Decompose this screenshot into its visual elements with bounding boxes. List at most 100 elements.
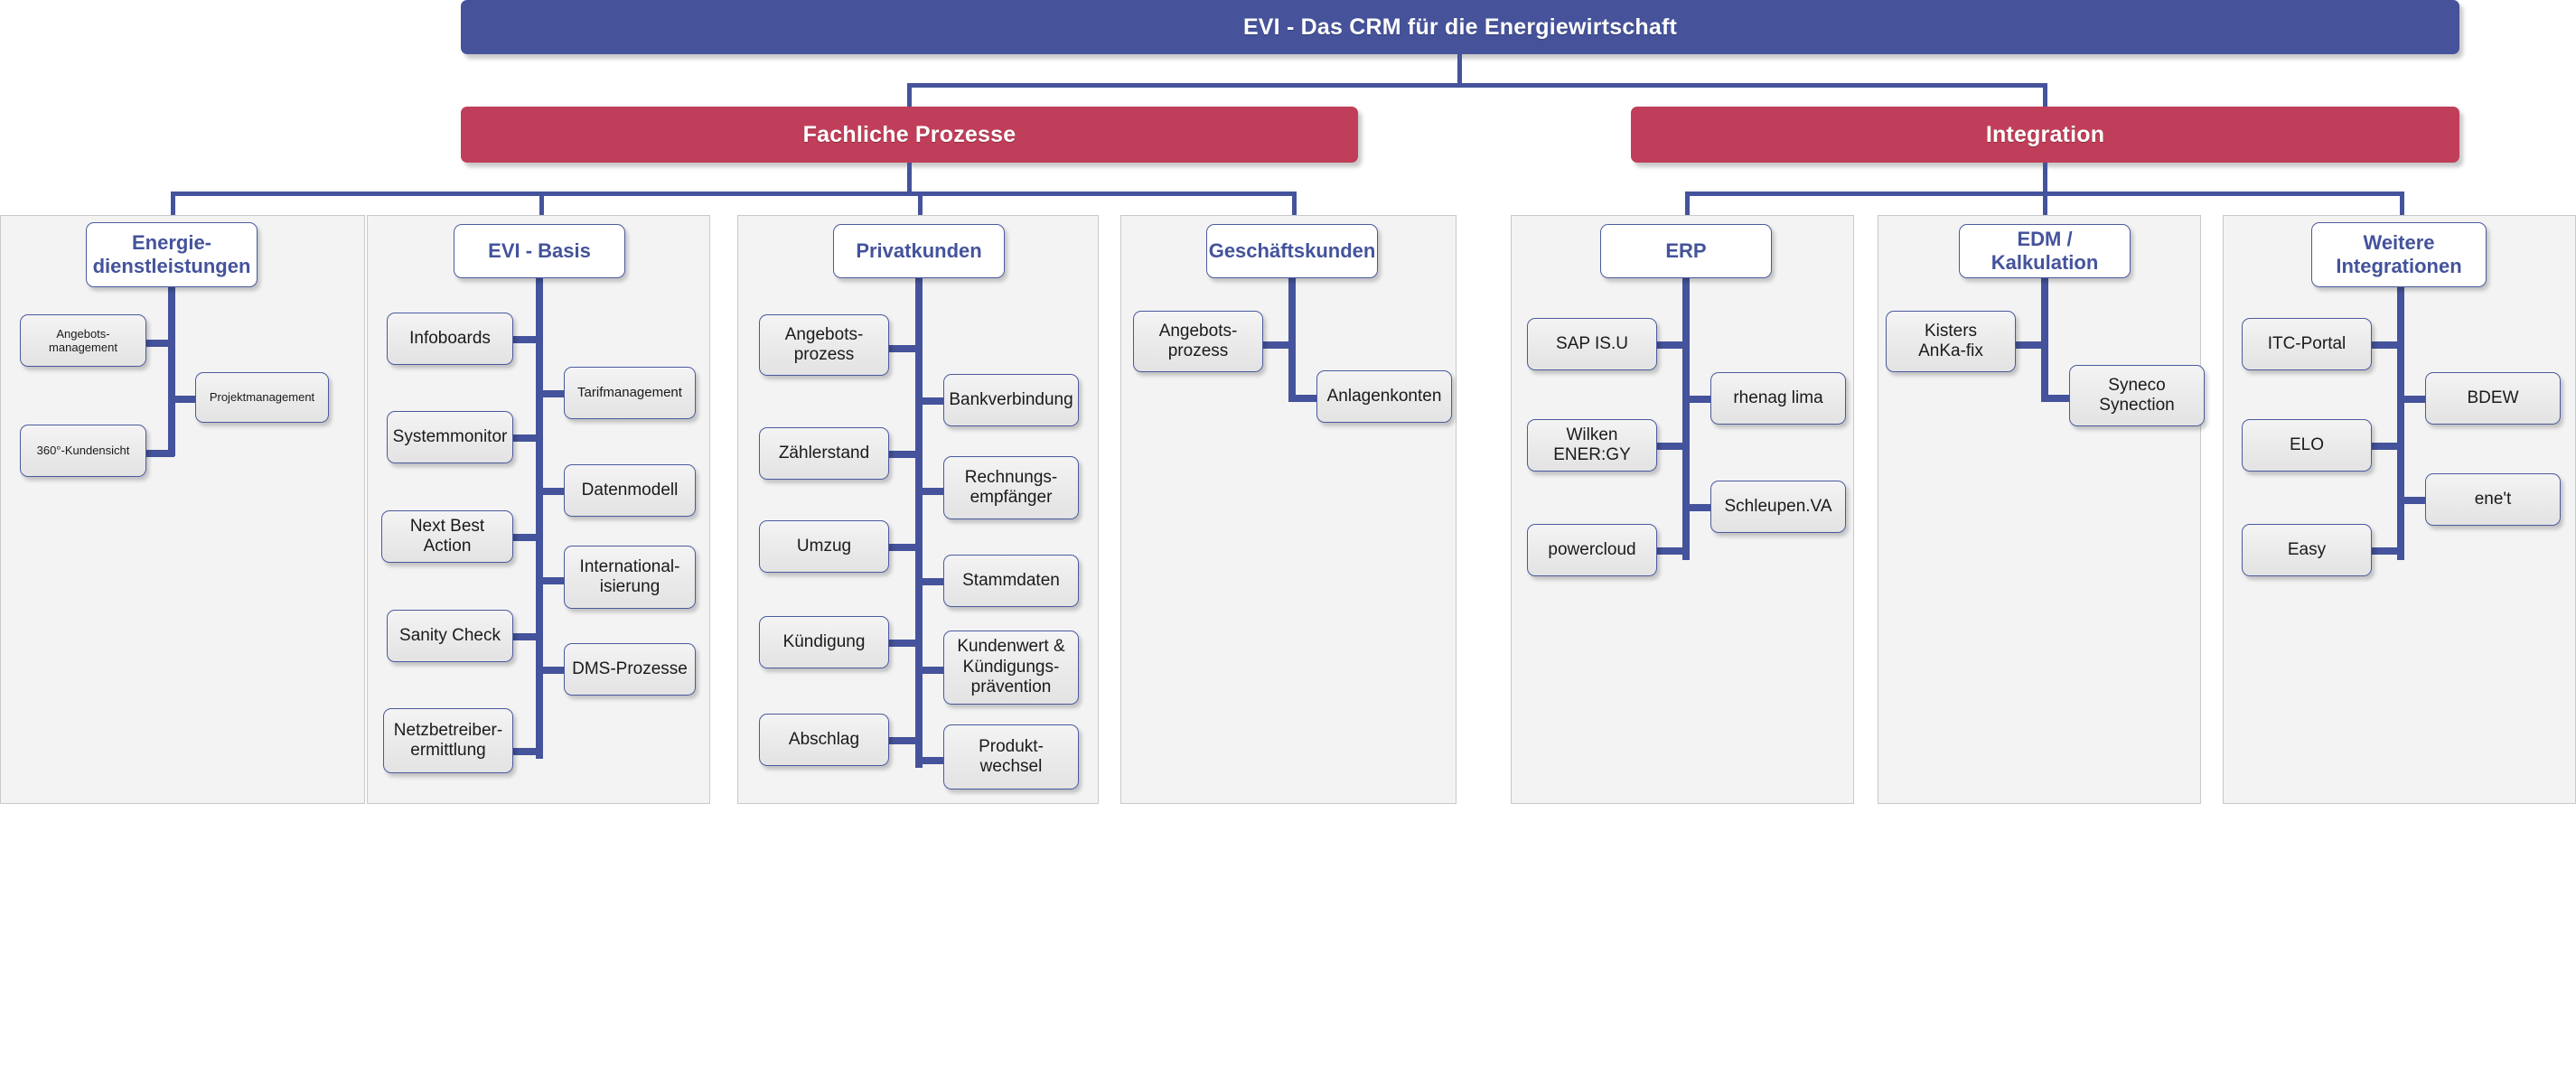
leaf-umzug[interactable]: Umzug (759, 520, 889, 573)
group-panel-energiedienstleistungen (0, 215, 365, 804)
leaf-label: Abschlag (788, 729, 860, 749)
leaf-systemmonitor[interactable]: Systemmonitor (387, 411, 513, 463)
leaf-projektmanagement[interactable]: Projektmanagement (195, 372, 329, 423)
leaf-netzbetreiberermittlung[interactable]: Netzbetreiber- ermittlung (383, 708, 513, 773)
leaf-label: Angebots- management (49, 326, 117, 354)
connector-leaf-powercloud (1654, 547, 1689, 555)
connector-leaf-rhenag-lima (1682, 396, 1717, 403)
connector-leaf-zaehlerstand (887, 451, 922, 458)
leaf-angebotsprozess-geschaeftskunden[interactable]: Angebots- prozess (1133, 311, 1263, 372)
connector-leaf-bankverbindung (915, 397, 950, 405)
category-node-fachliche-prozesse[interactable]: Fachliche Prozesse (461, 107, 1358, 163)
connector-spine-edm-kalkulation (2041, 276, 2048, 397)
connector-leaf-360-kundensicht (140, 450, 174, 457)
connector-leaf-itc-portal (2369, 341, 2403, 349)
leaf-label: Umzug (796, 536, 852, 556)
connector-leaf-datenmodell (536, 488, 570, 495)
connector-leaf-bdew (2397, 396, 2431, 403)
leaf-internationalisierung[interactable]: International- isierung (564, 546, 696, 609)
connector-integration-stem (2043, 163, 2047, 195)
leaf-label: ITC-Portal (2267, 333, 2347, 353)
connector-leaf-angebotsprozess-pk (887, 345, 922, 352)
leaf-kisters-anka-fix[interactable]: Kisters AnKa-fix (1886, 311, 2016, 372)
root-node-label: EVI - Das CRM für die Energiewirtschaft (1242, 14, 1678, 40)
leaf-label: Zählerstand (778, 443, 870, 462)
leaf-label: BDEW (2467, 388, 2519, 407)
connector-spine-geschaeftskunden (1288, 276, 1296, 397)
leaf-anlagenkonten[interactable]: Anlagenkonten (1316, 370, 1452, 423)
leaf-bankverbindung[interactable]: Bankverbindung (943, 374, 1079, 426)
connector-leaf-syneco-synection (2041, 395, 2075, 402)
group-head-evi-basis[interactable]: EVI - Basis (454, 224, 625, 278)
group-head-weitere-integrationen[interactable]: Weitere Integrationen (2311, 222, 2487, 287)
leaf-label: DMS-Prozesse (572, 659, 688, 678)
leaf-powercloud[interactable]: powercloud (1527, 524, 1657, 576)
connector-spine-erp (1682, 276, 1690, 560)
leaf-label: 360°-Kundensicht (36, 444, 130, 458)
leaf-label: Tarifmanagement (577, 385, 682, 401)
leaf-label: Kundenwert & Kündigungs- prävention (957, 637, 1065, 697)
connector-leaf-abschlag (887, 737, 922, 744)
leaf-sap-isu[interactable]: SAP IS.U (1527, 318, 1657, 370)
leaf-tarifmanagement[interactable]: Tarifmanagement (564, 367, 696, 419)
group-head-edm-kalkulation[interactable]: EDM / Kalkulation (1959, 224, 2131, 278)
leaf-rhenag-lima[interactable]: rhenag lima (1710, 372, 1846, 425)
group-head-label: Weitere Integrationen (2336, 231, 2462, 277)
group-head-label: Energie- dienstleistungen (92, 231, 251, 277)
leaf-kuendigung[interactable]: Kündigung (759, 616, 889, 668)
connector-leaf-angebotsmanagement (140, 340, 174, 347)
group-panel-edm-kalkulation (1878, 215, 2201, 804)
leaf-label: Easy (2287, 539, 2327, 559)
leaf-zaehlerstand[interactable]: Zählerstand (759, 427, 889, 480)
leaf-label: Angebots- prozess (784, 324, 864, 364)
leaf-rechnungsempfaenger[interactable]: Rechnungs- empfänger (943, 456, 1079, 519)
connector-fachliche-bus (171, 192, 1297, 196)
group-head-energiedienstleistungen[interactable]: Energie- dienstleistungen (86, 222, 258, 287)
leaf-angebotsprozess-privatkunden[interactable]: Angebots- prozess (759, 314, 889, 376)
connector-root-stem (1457, 54, 1462, 87)
connector-spine-evi-basis (536, 276, 543, 759)
leaf-stammdaten[interactable]: Stammdaten (943, 555, 1079, 607)
connector-fachliche-stem (907, 163, 912, 195)
leaf-label: powercloud (1548, 539, 1636, 559)
connector-leaf-angebotsprozess-gk (1260, 341, 1295, 349)
leaf-dms-prozesse[interactable]: DMS-Prozesse (564, 643, 696, 696)
leaf-angebotsmanagement[interactable]: Angebots- management (20, 314, 146, 367)
connector-leaf-next-best-action (508, 534, 542, 541)
group-head-privatkunden[interactable]: Privatkunden (833, 224, 1005, 278)
leaf-itc-portal[interactable]: ITC-Portal (2242, 318, 2372, 370)
leaf-sanity-check[interactable]: Sanity Check (387, 610, 513, 662)
leaf-label: Schleupen.VA (1724, 496, 1832, 516)
connector-leaf-kisters-anka-fix (2013, 341, 2047, 349)
root-node-evi-crm[interactable]: EVI - Das CRM für die Energiewirtschaft (461, 0, 2459, 54)
group-head-geschaeftskunden[interactable]: Geschäftskunden (1206, 224, 1378, 278)
leaf-infoboards[interactable]: Infoboards (387, 313, 513, 365)
connector-leaf-projektmanagement (168, 396, 202, 403)
leaf-produktwechsel[interactable]: Produkt- wechsel (943, 724, 1079, 789)
leaf-bdew[interactable]: BDEW (2425, 372, 2561, 425)
leaf-label: rhenag lima (1733, 388, 1823, 407)
leaf-label: Netzbetreiber- ermittlung (393, 720, 503, 760)
leaf-schleupen-va[interactable]: Schleupen.VA (1710, 481, 1846, 533)
category-label-integration: Integration (1985, 121, 2105, 147)
leaf-easy[interactable]: Easy (2242, 524, 2372, 576)
leaf-datenmodell[interactable]: Datenmodell (564, 464, 696, 517)
leaf-360-kundensicht[interactable]: 360°-Kundensicht (20, 425, 146, 477)
leaf-label: Next Best Action (409, 516, 485, 556)
connector-leaf-dms-prozesse (536, 667, 570, 674)
leaf-elo[interactable]: ELO (2242, 419, 2372, 472)
leaf-abschlag[interactable]: Abschlag (759, 714, 889, 766)
leaf-kundenwert-kuendigungspraevention[interactable]: Kundenwert & Kündigungs- prävention (943, 631, 1079, 705)
connector-leaf-produktwechsel (915, 757, 950, 764)
connector-leaf-systemmonitor (508, 434, 542, 442)
leaf-syneco-synection[interactable]: Syneco Synection (2069, 365, 2205, 426)
leaf-label: Systemmonitor (392, 426, 508, 446)
connector-leaf-sap-isu (1654, 341, 1689, 349)
leaf-label: International- isierung (579, 556, 680, 596)
connector-leaf-anlagenkonten (1288, 395, 1323, 402)
leaf-next-best-action[interactable]: Next Best Action (381, 510, 513, 563)
leaf-enet[interactable]: ene't (2425, 473, 2561, 526)
group-head-erp[interactable]: ERP (1600, 224, 1772, 278)
leaf-wilken-energy[interactable]: Wilken ENER:GY (1527, 419, 1657, 472)
category-node-integration[interactable]: Integration (1631, 107, 2459, 163)
